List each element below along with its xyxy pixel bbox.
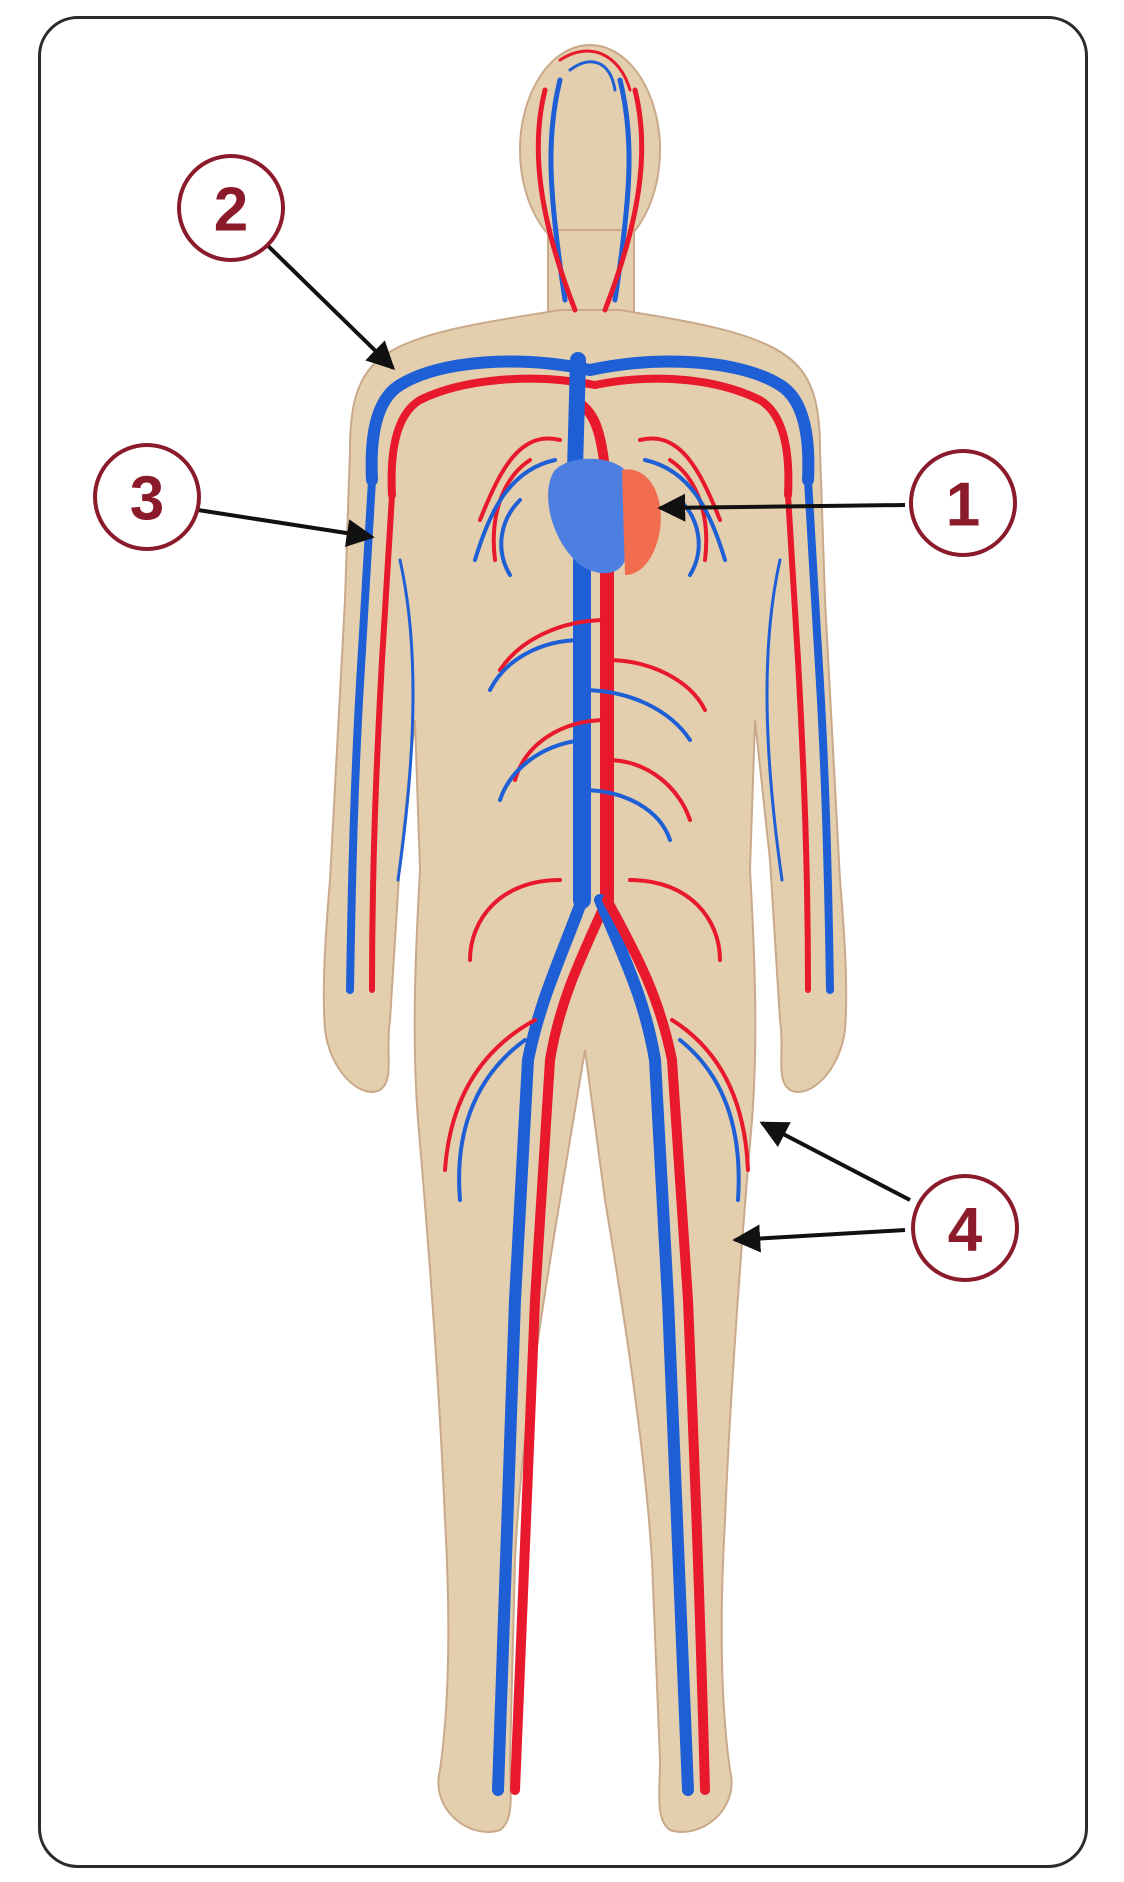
callout-label: 4: [948, 1196, 983, 1265]
callout-label: 1: [946, 471, 980, 540]
head: [520, 45, 660, 255]
arrow-to-subclavian: [262, 240, 393, 368]
arrow-to-arm-artery: [198, 510, 372, 537]
arrow-to-leg-vessel-lower: [735, 1230, 905, 1240]
arrow-to-leg-vessel-upper: [762, 1123, 910, 1200]
callout-2: 2: [179, 156, 283, 260]
callout-3: 3: [95, 445, 199, 549]
callout-4: 4: [913, 1176, 1017, 1280]
callout-label: 2: [214, 176, 248, 245]
callout-label: 3: [130, 465, 164, 534]
callout-1: 1: [911, 451, 1015, 555]
